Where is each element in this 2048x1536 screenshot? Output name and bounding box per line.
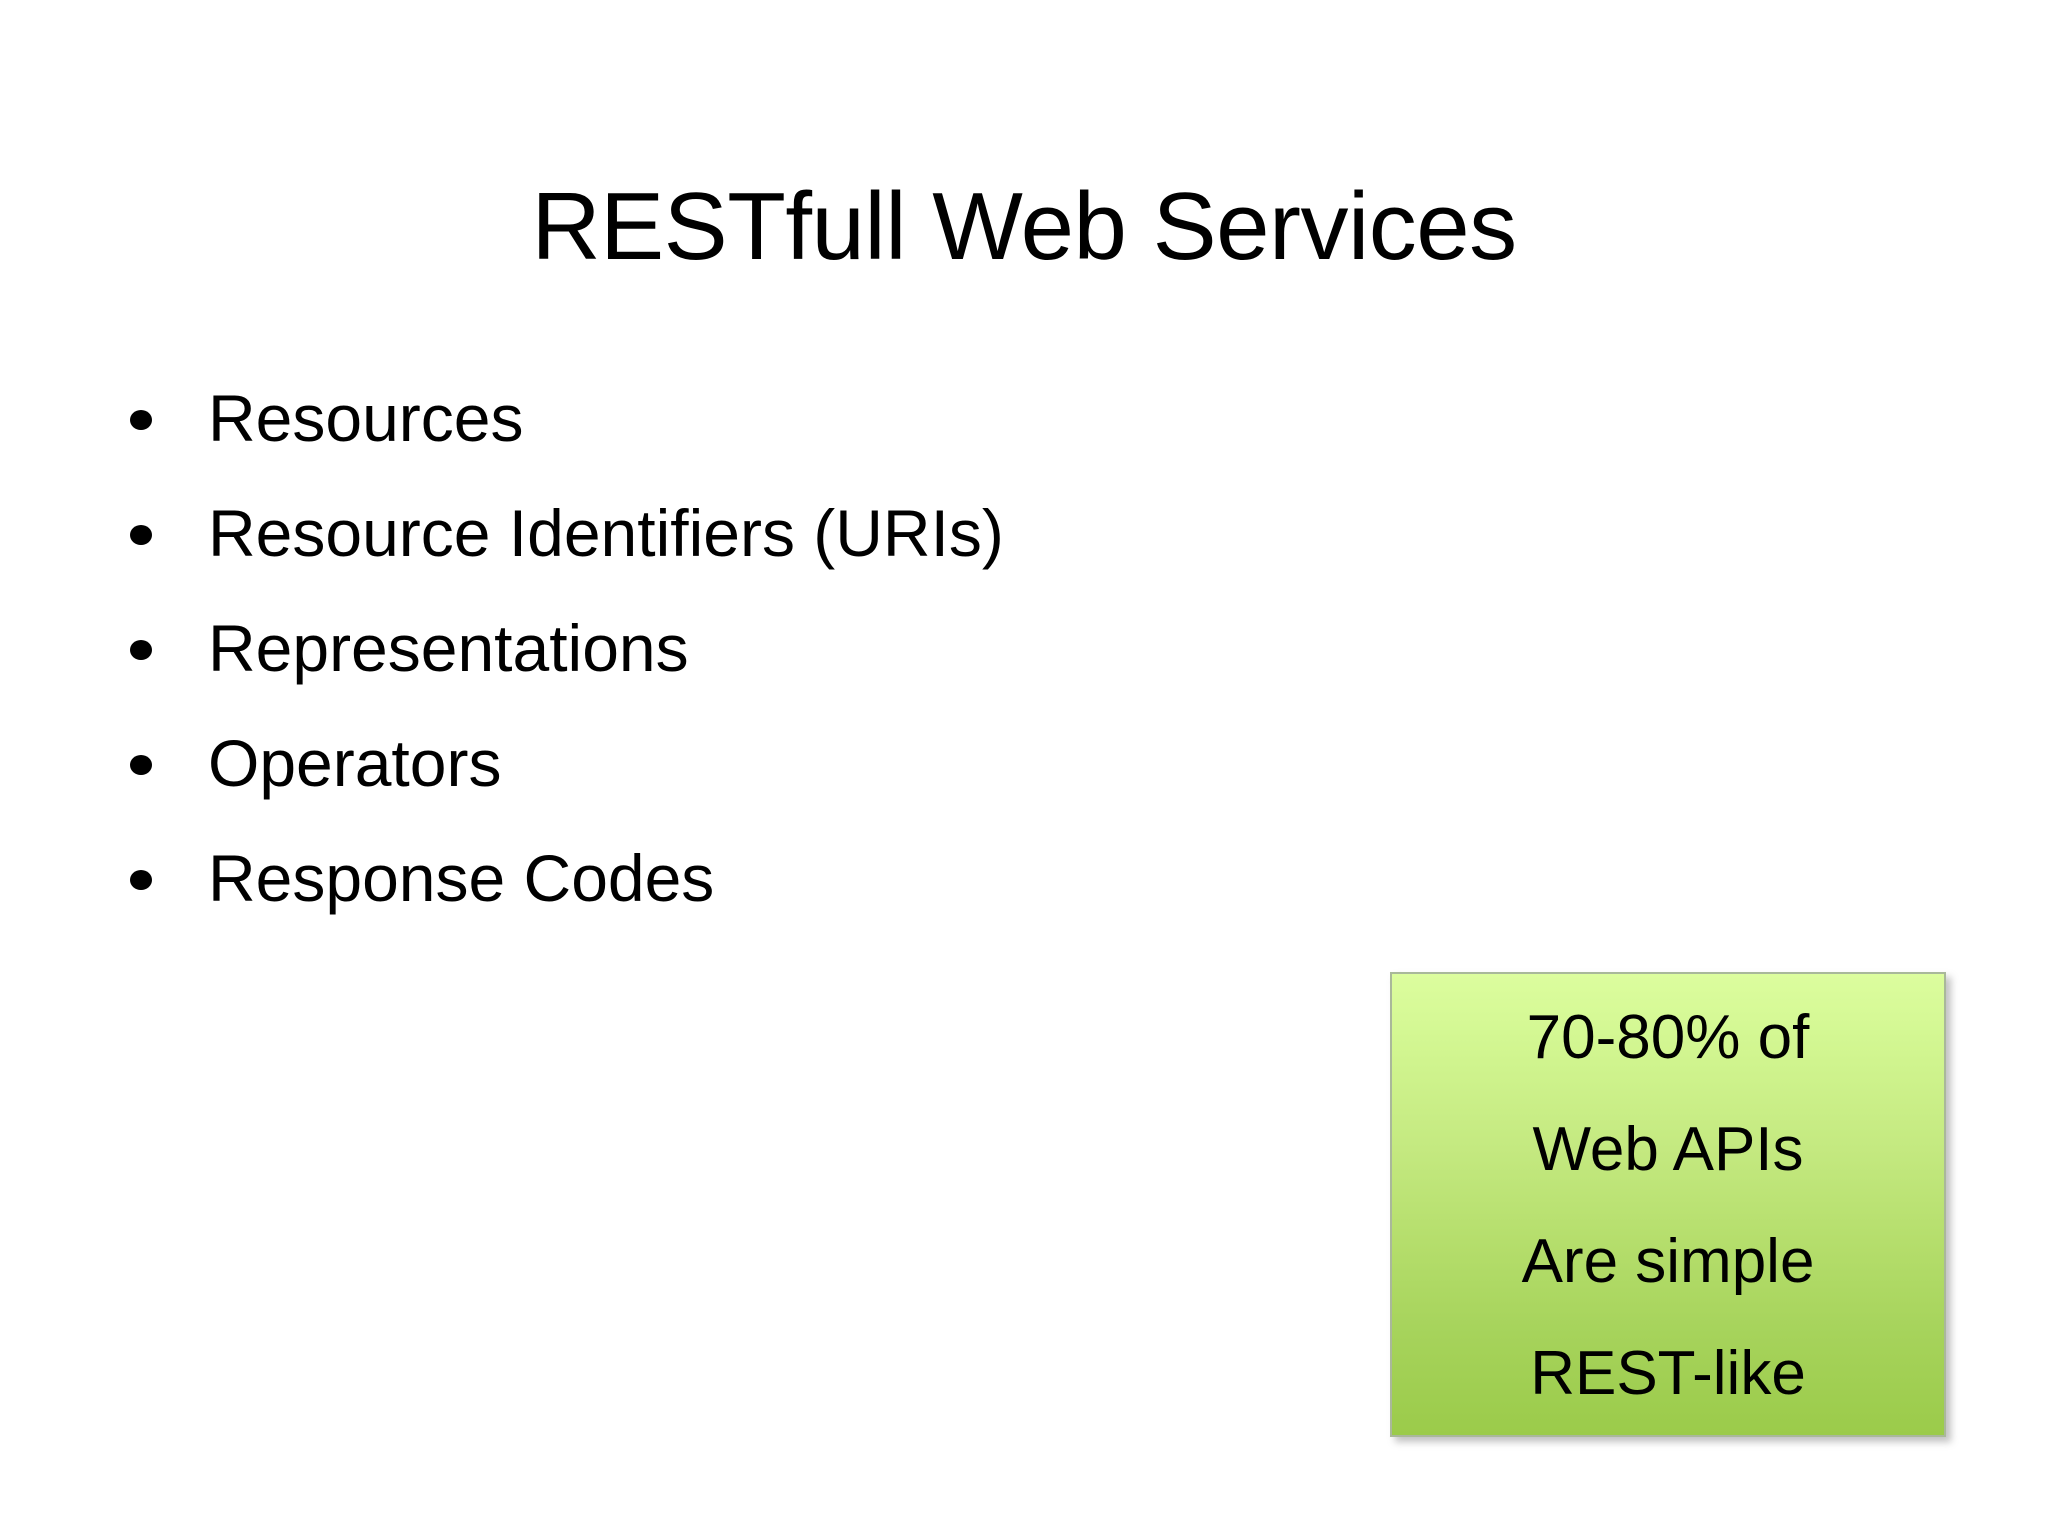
page-title: RESTfull Web Services xyxy=(531,173,1517,281)
list-item: Resource Identifiers (URIs) xyxy=(118,487,1298,602)
callout-line-1: 70-80% of xyxy=(1526,1002,1810,1072)
bullet-dot-icon xyxy=(130,755,152,775)
list-item-label: Representations xyxy=(208,611,689,685)
callout-line-4: REST-like xyxy=(1530,1338,1806,1408)
bullet-dot-icon xyxy=(130,870,152,890)
callout-line-2: Web APIs xyxy=(1532,1114,1804,1184)
list-item: Representations xyxy=(118,602,1298,717)
list-item: Operators xyxy=(118,717,1298,832)
bullet-dot-icon xyxy=(130,410,152,430)
list-item-label: Resources xyxy=(208,381,524,455)
list-item-label: Operators xyxy=(208,726,502,800)
bullet-list: Resources Resource Identifiers (URIs) Re… xyxy=(118,372,1298,947)
list-item: Response Codes xyxy=(118,832,1298,947)
list-item-label: Response Codes xyxy=(208,841,715,915)
callout-box: 70-80% of Web APIs Are simple REST-like xyxy=(1390,972,1946,1437)
callout-line-3: Are simple xyxy=(1521,1226,1815,1296)
bullet-dot-icon xyxy=(130,640,152,660)
list-item-label: Resource Identifiers (URIs) xyxy=(208,496,1004,570)
bullet-dot-icon xyxy=(130,525,152,545)
list-item: Resources xyxy=(118,372,1298,487)
